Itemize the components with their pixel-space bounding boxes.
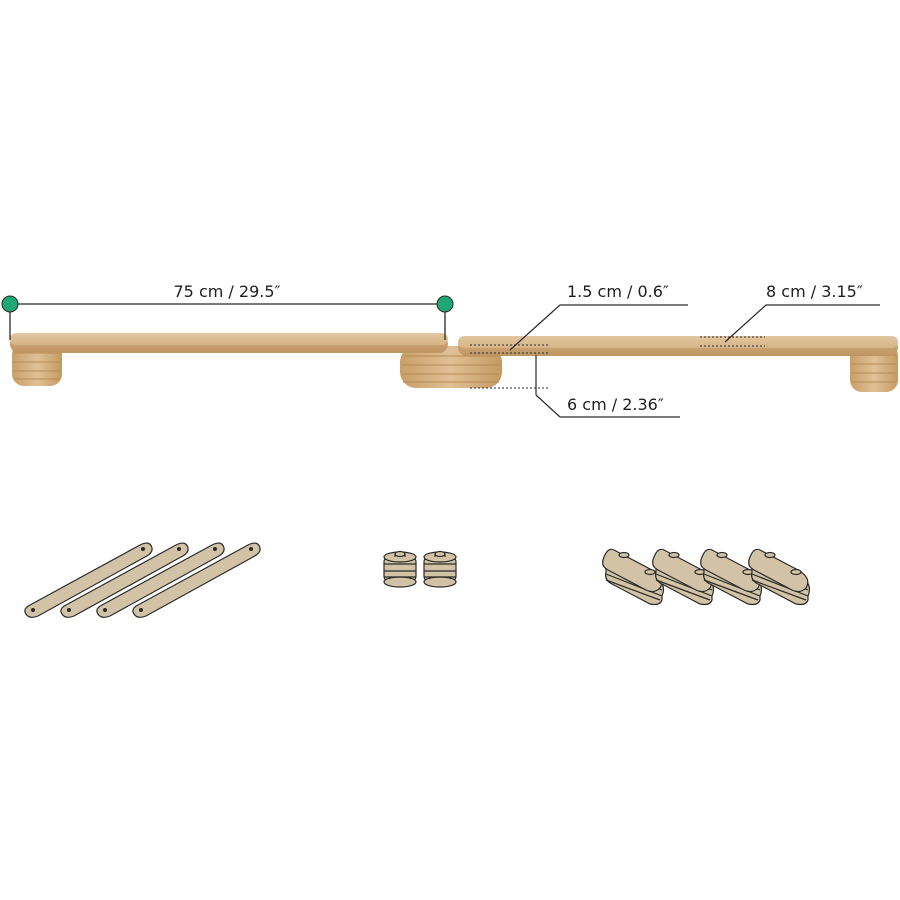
middle-foot xyxy=(400,346,502,388)
assembled-board xyxy=(10,333,898,392)
strap xyxy=(24,542,153,618)
right-board xyxy=(458,336,898,356)
strap xyxy=(132,542,261,618)
length-end-marker xyxy=(436,295,454,313)
oval-stack xyxy=(652,548,715,606)
width-dimension: 8 cm / 3.15″ xyxy=(700,282,880,347)
thickness-label: 1.5 cm / 0.6″ xyxy=(567,282,669,301)
strap xyxy=(96,542,225,618)
round-stack-parts xyxy=(383,550,457,588)
height-dimension: 6 cm / 2.36″ xyxy=(470,355,680,418)
length-start-marker xyxy=(1,295,19,313)
strap-parts xyxy=(24,542,261,618)
height-label: 6 cm / 2.36″ xyxy=(567,395,664,414)
oval-stack xyxy=(748,548,811,606)
round-stack xyxy=(423,550,457,588)
round-stack xyxy=(383,550,417,588)
strap xyxy=(60,542,189,618)
oval-stack xyxy=(602,548,665,606)
length-label: 75 cm / 29.5″ xyxy=(174,282,281,301)
width-label: 8 cm / 3.15″ xyxy=(766,282,863,301)
oval-stack-parts xyxy=(602,548,811,606)
length-dimension: 75 cm / 29.5″ xyxy=(1,282,454,340)
left-board xyxy=(10,333,448,353)
thickness-dimension: 1.5 cm / 0.6″ xyxy=(470,282,688,354)
